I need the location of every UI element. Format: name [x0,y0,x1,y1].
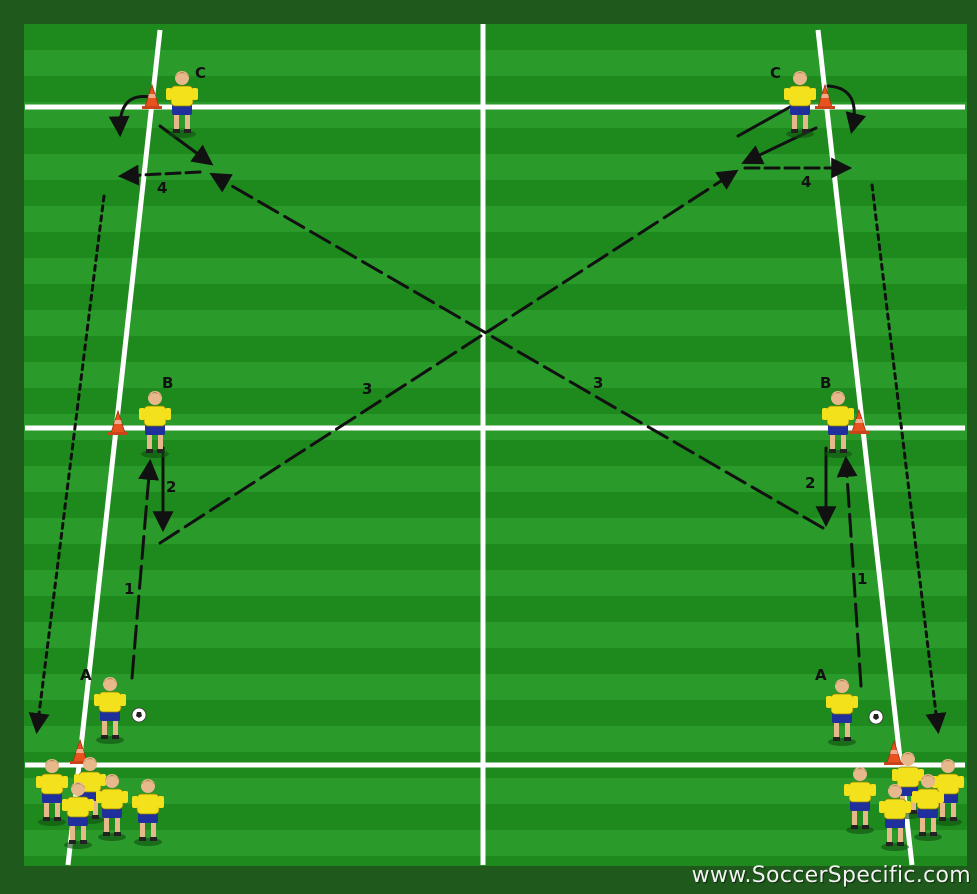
label-c-right: C [770,64,781,82]
pitch-stripes [24,24,967,866]
pass-number-4-right: 4 [801,173,811,191]
label-b-right: B [820,374,831,392]
pitch-stripe [24,50,967,76]
pitch-stripe [24,128,967,154]
pitch-stripe [24,24,967,50]
pitch-stripe [24,830,967,856]
pitch-stripe [24,700,967,726]
label-c-left: C [195,64,206,82]
pass-number-1-left: 1 [124,580,134,598]
pitch-stripe [24,622,967,648]
label-a-left: A [80,666,92,684]
pitch-stripe [24,804,967,830]
pass-number-3-right: 3 [593,374,603,392]
pass-number-1-right: 1 [857,570,867,588]
pitch-stripe [24,258,967,284]
label-a-right: A [815,666,827,684]
pitch-stripe [24,570,967,596]
pitch-stripe [24,596,967,622]
ball-left [132,708,146,722]
pitch-stripe [24,726,967,752]
pitch-stripe [24,310,967,336]
pass-number-2-right: 2 [805,474,815,492]
pass-number-3-left: 3 [362,380,372,398]
pitch-stripe [24,232,967,258]
watermark-text: www.SoccerSpecific.com [692,863,971,888]
pitch-stripe [24,778,967,804]
pitch-stripe [24,544,967,570]
ball-right [869,710,883,724]
pass-number-4-left: 4 [157,179,167,197]
pass-number-2-left: 2 [166,478,176,496]
pitch-stripe [24,284,967,310]
pitch-stripe [24,206,967,232]
label-b-left: B [162,374,173,392]
